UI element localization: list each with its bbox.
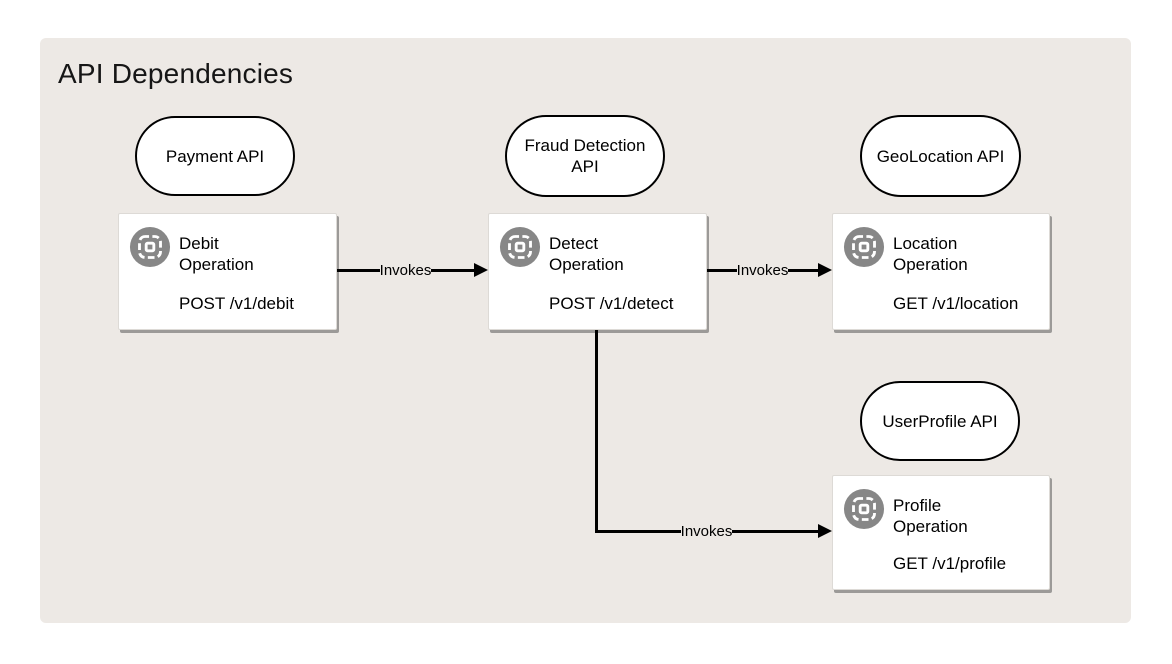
api-pill-label: Payment API bbox=[165, 146, 265, 166]
edge-label: Invokes bbox=[379, 261, 432, 279]
edge-label: Invokes bbox=[680, 522, 733, 540]
operation-node-detect[interactable]: Detect Operation POST /v1/detect bbox=[488, 213, 707, 330]
api-pill-label: Fraud Detection API bbox=[524, 136, 646, 176]
api-pill-label: GeoLocation API bbox=[876, 146, 1005, 166]
edge-label: Invokes bbox=[736, 261, 789, 279]
api-pill-label: UserProfile API bbox=[882, 411, 998, 431]
operation-node-profile[interactable]: Profile Operation GET /v1/profile bbox=[832, 475, 1050, 590]
operation-endpoint: GET /v1/profile bbox=[893, 554, 1007, 573]
edge-line bbox=[595, 529, 681, 533]
edge-line bbox=[431, 268, 475, 272]
operation-name: Profile Operation bbox=[893, 496, 968, 536]
edge-detect-to-profile: Invokes bbox=[595, 519, 833, 543]
operation-node-location[interactable]: Location Operation GET /v1/location bbox=[832, 213, 1050, 330]
operation-icon bbox=[843, 226, 885, 268]
operation-icon bbox=[843, 488, 885, 530]
edge-line bbox=[707, 268, 737, 272]
api-pill-fraud-detection[interactable]: Fraud Detection API bbox=[505, 115, 665, 197]
diagram-panel: API Dependencies Payment API Fraud Detec… bbox=[40, 38, 1131, 623]
arrowhead-icon bbox=[818, 524, 833, 538]
edge-debit-to-detect: Invokes bbox=[337, 258, 489, 282]
operation-name: Debit Operation bbox=[179, 234, 254, 274]
arrowhead-icon bbox=[818, 263, 833, 277]
operation-endpoint: POST /v1/debit bbox=[179, 294, 294, 313]
api-pill-userprofile[interactable]: UserProfile API bbox=[860, 381, 1020, 461]
operation-endpoint: GET /v1/location bbox=[893, 294, 1019, 313]
arrowhead-icon bbox=[474, 263, 489, 277]
operation-icon bbox=[499, 226, 541, 268]
api-pill-payment[interactable]: Payment API bbox=[135, 116, 295, 196]
edge-line bbox=[337, 268, 380, 272]
edge-detect-to-location: Invokes bbox=[707, 258, 833, 282]
operation-node-debit[interactable]: Debit Operation POST /v1/debit bbox=[118, 213, 337, 330]
operation-icon bbox=[129, 226, 171, 268]
operation-name: Location Operation bbox=[893, 234, 968, 274]
api-pill-geolocation[interactable]: GeoLocation API bbox=[860, 115, 1021, 197]
diagram-title: API Dependencies bbox=[58, 58, 294, 89]
operation-name: Detect Operation bbox=[549, 234, 624, 274]
operation-endpoint: POST /v1/detect bbox=[549, 294, 674, 313]
edge-detect-to-profile-vertical-line bbox=[595, 330, 598, 531]
edge-line bbox=[732, 529, 819, 533]
edge-line bbox=[788, 268, 819, 272]
